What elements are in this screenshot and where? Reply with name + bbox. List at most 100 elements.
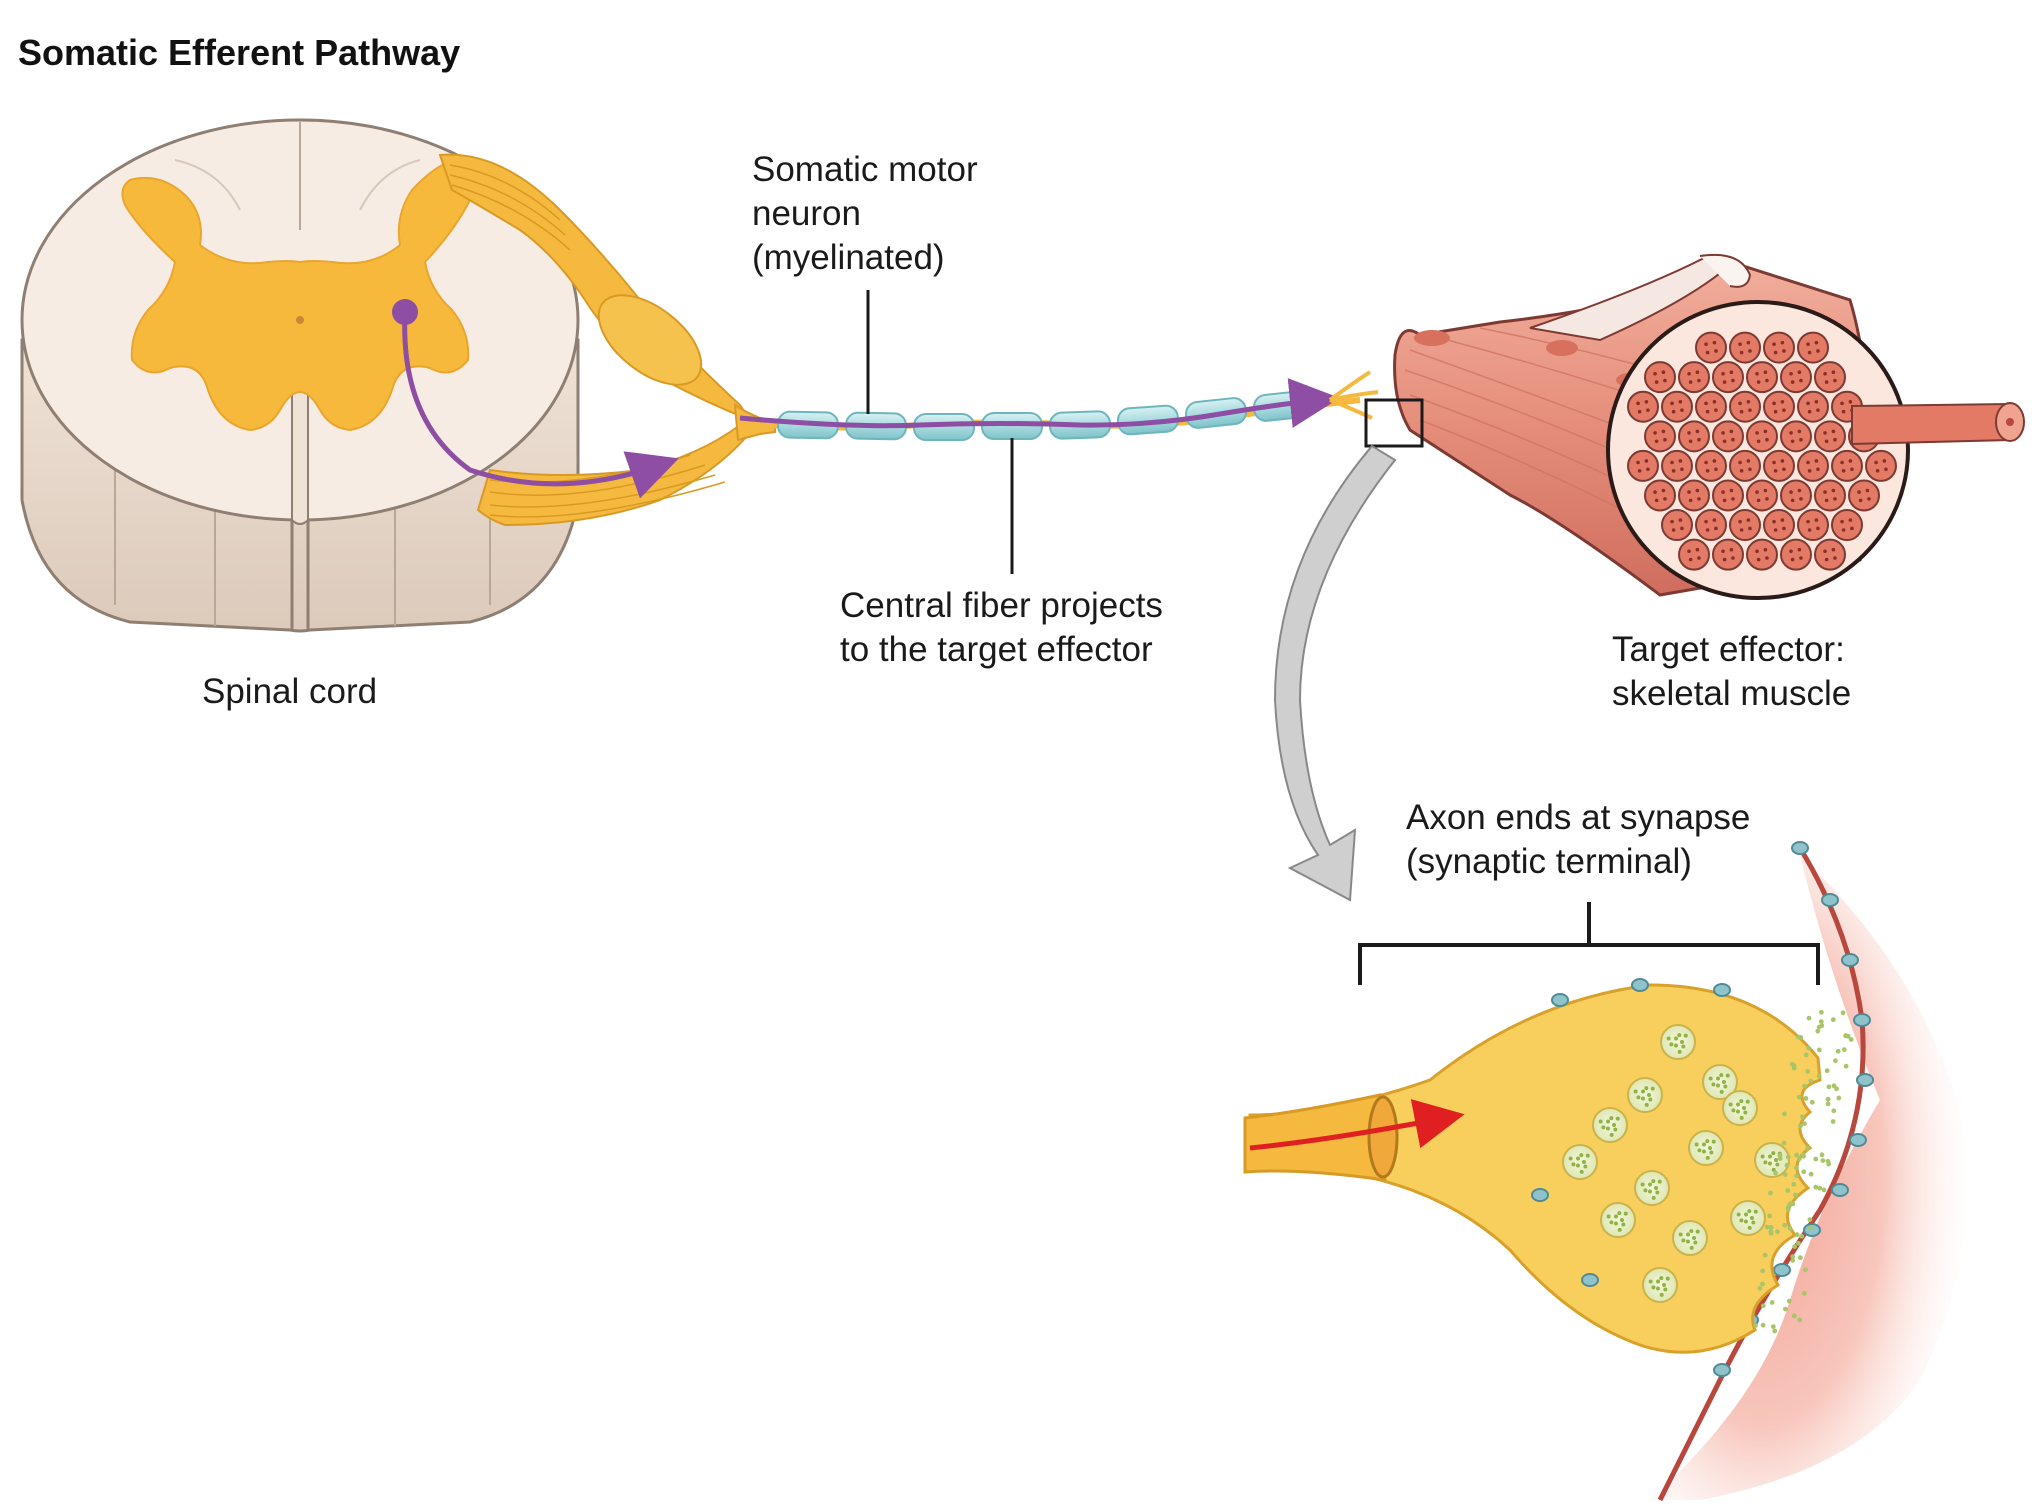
myofibril-dot xyxy=(1712,340,1717,345)
neurotransmitter-dot xyxy=(1802,1121,1807,1126)
label-line: (myelinated) xyxy=(752,238,945,277)
synaptic-vesicle xyxy=(1702,1064,1738,1100)
myofibril-dot xyxy=(1705,409,1710,414)
neurotransmitter-molecule xyxy=(1763,1160,1768,1165)
neurotransmitter-molecule xyxy=(1640,1096,1645,1101)
neurotransmitter-dot xyxy=(1801,1290,1807,1296)
myofibril-dot xyxy=(1790,498,1795,503)
muscle-fascicle xyxy=(1848,479,1880,512)
acetylcholine-receptor xyxy=(1773,1263,1791,1277)
myofibril-dot xyxy=(1814,459,1819,463)
myofibril-dot xyxy=(1765,497,1769,501)
neurotransmitter-molecule xyxy=(1744,1212,1749,1217)
myofibril-dot xyxy=(1729,429,1734,434)
neurotransmitter-molecule xyxy=(1623,1211,1628,1216)
central-canal xyxy=(296,316,304,324)
neurotransmitter-molecule xyxy=(1621,1222,1626,1227)
myofibril-dot xyxy=(1721,490,1725,494)
myofibril-dot xyxy=(1824,439,1829,444)
muscle-fascicle xyxy=(1831,449,1863,482)
acetylcholine-receptor xyxy=(1803,1223,1821,1237)
neurotransmitter-dot xyxy=(1797,1317,1802,1323)
neurotransmitter-molecule xyxy=(1747,1225,1752,1230)
myofibril-dot xyxy=(1714,408,1718,412)
neurotransmitter-dot xyxy=(1808,1171,1814,1177)
muscle-fascicle xyxy=(1695,331,1727,364)
myofibril-dot xyxy=(1807,409,1812,414)
neurotransmitter-molecule xyxy=(1598,1119,1603,1124)
neurotransmitter-dot xyxy=(1792,1244,1797,1249)
neurotransmitter-dot xyxy=(1815,1028,1821,1034)
myofibril-dot xyxy=(1840,460,1844,465)
neurotransmitter-molecule xyxy=(1705,1139,1710,1144)
neurotransmitter-dot xyxy=(1803,1096,1809,1101)
muscle-fascicle xyxy=(1644,420,1676,453)
neurotransmitter-molecule xyxy=(1723,1084,1728,1089)
neurotransmitter-molecule xyxy=(1651,1179,1656,1184)
myofibril-dot xyxy=(1789,371,1793,376)
myofibril-dot xyxy=(1823,490,1827,494)
myofibril-dot xyxy=(1739,409,1744,414)
myofibril-dot xyxy=(1823,371,1827,376)
label-line: skeletal muscle xyxy=(1612,674,1852,713)
myofibril-dot xyxy=(1799,497,1803,501)
myofibril-dot xyxy=(1697,378,1701,383)
myofibril-dot xyxy=(1773,469,1778,473)
myofibril-dot xyxy=(1814,399,1819,404)
neurotransmitter-dot xyxy=(1803,1052,1809,1058)
synapse-bracket xyxy=(1358,902,1820,985)
neurotransmitter-molecule xyxy=(1614,1214,1619,1219)
myofibril-dot xyxy=(1833,497,1837,501)
nerve-roots xyxy=(438,153,776,527)
neurotransmitter-dot xyxy=(1836,1095,1842,1101)
muscle-fascicles xyxy=(1627,331,1897,571)
neurotransmitter-molecule xyxy=(1644,1102,1649,1107)
neurotransmitter-molecule xyxy=(1609,1132,1614,1137)
epimysium-curl xyxy=(1699,253,1752,288)
neurotransmitter-molecule xyxy=(1771,1151,1776,1156)
neurotransmitter-dot xyxy=(1768,1190,1773,1196)
myofibril-dot xyxy=(1678,518,1683,522)
myofibril-dot xyxy=(1782,467,1786,472)
label-line: to the target effector xyxy=(840,630,1153,669)
neurotransmitter-dot xyxy=(1806,1015,1812,1021)
myofibril-dot xyxy=(1816,349,1820,353)
muscle-fascicle xyxy=(1814,361,1846,394)
synaptic-vesicle xyxy=(1642,1267,1678,1303)
neurotransmitter-dot xyxy=(1826,1084,1832,1090)
myofibril-dot xyxy=(1756,498,1761,503)
signal-direction-arrow xyxy=(1249,1099,1465,1151)
neurotransmitter-molecule xyxy=(1585,1153,1590,1158)
myofibril-dot xyxy=(1663,378,1667,383)
myofibril-dot xyxy=(1882,459,1887,463)
neurotransmitter-molecule xyxy=(1612,1123,1616,1127)
neurotransmitter-dot xyxy=(1835,1048,1841,1054)
myofibril-dot xyxy=(1663,497,1667,501)
synaptic-vesicle xyxy=(1754,1142,1790,1178)
myofibril-dot xyxy=(1654,439,1659,444)
myofibril-dot xyxy=(1772,460,1776,465)
muscle-fascicle xyxy=(1797,331,1829,364)
neurotransmitter-molecule xyxy=(1583,1164,1588,1169)
neurotransmitter-molecule xyxy=(1743,1219,1748,1224)
muscle-fascicle xyxy=(1780,538,1812,571)
muscle-fiber-extension xyxy=(1851,402,2019,446)
neurotransmitter-dot xyxy=(1794,1232,1800,1238)
neurotransmitter-molecule xyxy=(1606,1214,1611,1219)
synaptic-vesicle xyxy=(1600,1202,1636,1238)
muscle-fascicle xyxy=(1661,390,1693,423)
myofibril-dot xyxy=(1831,488,1836,493)
muscle-fascicle xyxy=(1763,390,1795,423)
myofibril-dot xyxy=(1763,429,1768,434)
myofibril-dot xyxy=(1763,547,1768,552)
central-fiber-label: Central fiber projects to the target eff… xyxy=(840,584,1300,672)
neurotransmitter-molecule xyxy=(1648,1097,1653,1102)
label-line: neuron xyxy=(752,194,861,233)
neurotransmitter-dot xyxy=(1848,1037,1854,1042)
neurotransmitter-dot xyxy=(1782,1222,1788,1228)
myofibril-dot xyxy=(1833,556,1837,560)
neurotransmitter-molecule xyxy=(1685,1239,1690,1244)
muscle-fascicle xyxy=(1763,509,1795,542)
synaptic-vesicle xyxy=(1562,1144,1598,1180)
neurotransmitter-dot xyxy=(1809,1099,1815,1105)
